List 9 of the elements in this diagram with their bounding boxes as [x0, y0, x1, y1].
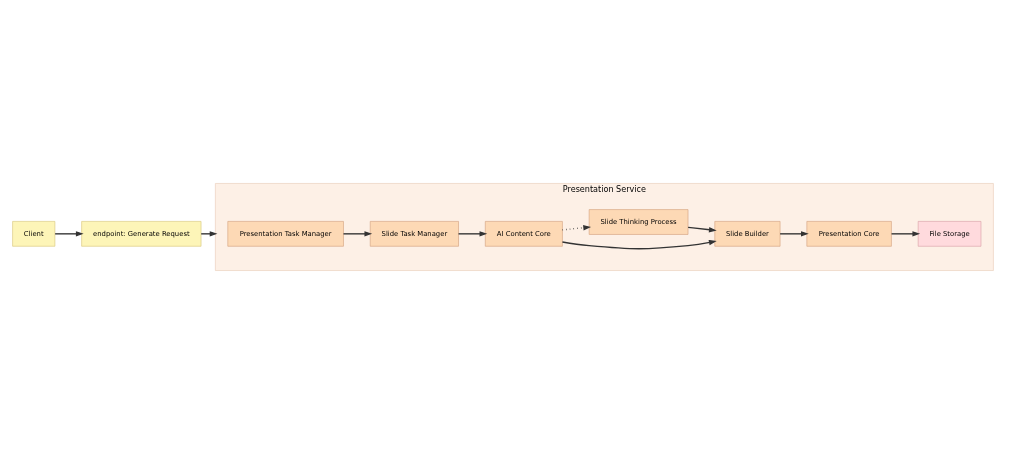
arrow [561, 224, 591, 231]
arrow [342, 230, 372, 237]
arrow [200, 230, 217, 237]
arrow [457, 230, 487, 237]
arrow [686, 226, 717, 232]
arrow [890, 230, 920, 237]
arrow [778, 230, 809, 237]
arrow [53, 230, 84, 237]
arrow [561, 239, 717, 249]
